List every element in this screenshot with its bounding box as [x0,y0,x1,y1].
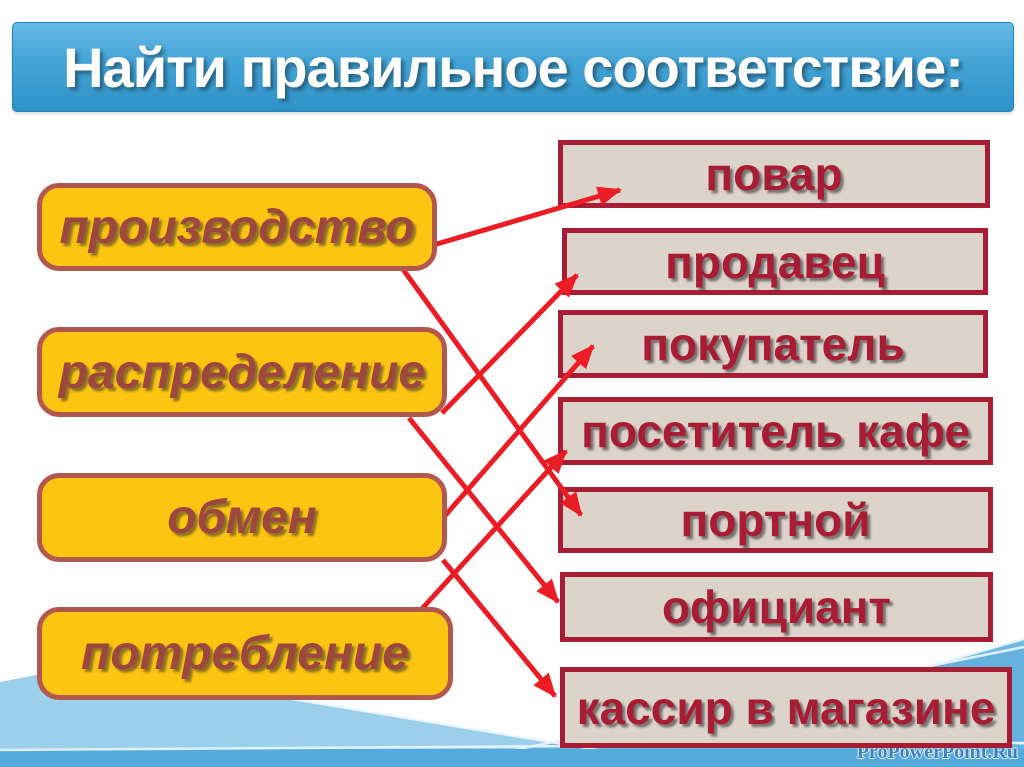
answer-box-ofitsiant: официант [560,572,993,642]
term-label: потребление [81,627,409,680]
term-box-raspredelenie: распределение [37,327,447,417]
answer-box-kassir: кассир в магазине [560,667,1012,748]
term-box-proizvodstvo: производство [37,183,437,271]
answer-box-posetitel-kafe: посетитель кафе [558,397,993,465]
answer-label: посетитель кафе [581,405,970,457]
answer-box-prodavets: продавец [562,228,988,295]
arrow-raspredelenie-prodavets [440,273,579,415]
answer-label: портной [680,494,871,546]
arrow-obmen-kassir [441,558,557,698]
answer-label: продавец [665,235,885,288]
answer-label: официант [661,581,892,633]
term-box-obmen: обмен [37,473,447,562]
answer-label: кассир в магазине [576,681,996,734]
term-box-potreblenie: потребление [37,607,453,700]
title-banner: Найти правильное соответствие: [12,22,1014,112]
answer-box-pokupatel: покупатель [558,310,988,378]
term-label: распределение [58,345,426,399]
answer-label: повар [705,148,843,200]
answer-box-portnoy: портной [558,487,993,553]
slide-title: Найти правильное соответствие: [63,35,964,99]
answer-label: покупатель [641,318,905,370]
term-label: обмен [167,491,317,544]
answer-box-povar: повар [558,140,990,208]
term-label: производство [59,200,415,254]
